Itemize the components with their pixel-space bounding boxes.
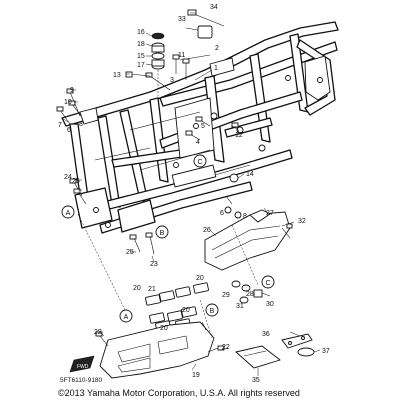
callout-18: 18 (137, 41, 145, 48)
o-ring-37 (297, 347, 315, 357)
callout-36: 36 (262, 331, 270, 338)
callout-4: 4 (196, 139, 200, 146)
copyright-notice: ©2013 Yamaha Motor Corporation, U.S.A. A… (58, 388, 300, 398)
callout-30: 30 (266, 301, 274, 308)
callout-32: 32 (298, 218, 306, 225)
bracket-27 (249, 209, 271, 223)
callout-8b: 8 (243, 213, 247, 220)
main-frame (61, 21, 339, 234)
bolt-34 (187, 9, 197, 16)
reference-marks: A B C C A B (61, 154, 275, 323)
ref-c-2: C (265, 280, 270, 287)
callout-numbers: 1 2 3 4 5 6 6 7 8 8 9 10 11 12 13 14 15 … (58, 4, 330, 384)
callout-1: 1 (214, 65, 218, 72)
callout-5: 5 (201, 123, 205, 130)
washer-31 (239, 296, 249, 304)
callout-23: 23 (150, 261, 158, 268)
callout-33: 33 (178, 16, 186, 23)
callout-28: 28 (246, 291, 254, 298)
callout-6b: 6 (220, 210, 224, 217)
callout-31: 31 (236, 303, 244, 310)
callout-21: 21 (148, 286, 156, 293)
callout-8: 8 (79, 121, 83, 128)
bracket-36 (281, 333, 313, 349)
left-bolts (69, 178, 155, 313)
fwd-arrow-icon: FWD (69, 355, 95, 373)
clamp-33 (197, 25, 213, 39)
callout-24: 24 (64, 174, 72, 181)
bolt-30 (253, 289, 263, 298)
callout-9: 9 (70, 87, 74, 94)
callout-11: 11 (178, 52, 185, 59)
ref-a-1: A (66, 210, 71, 217)
callout-20c: 20 (160, 325, 168, 332)
callout-17: 17 (137, 62, 145, 69)
washer-16 (151, 32, 165, 40)
callout-2: 2 (215, 45, 219, 52)
callout-7: 7 (58, 122, 62, 129)
callout-10: 10 (64, 99, 72, 106)
ref-c-1: C (197, 159, 202, 166)
callout-25a: 25 (72, 178, 80, 185)
callout-29: 29 (222, 292, 230, 299)
washer-29 (231, 280, 241, 288)
nut-14 (229, 173, 239, 183)
callout-26: 26 (203, 227, 211, 234)
callout-37: 37 (322, 348, 330, 355)
svg-text:FWD: FWD (77, 364, 89, 370)
pad-35 (235, 345, 281, 369)
callout-27: 27 (266, 210, 274, 217)
part-code: 5FT6110-9180 (60, 377, 103, 384)
callout-34: 34 (210, 4, 218, 11)
top-small-parts (56, 9, 242, 219)
callout-15: 15 (137, 53, 145, 60)
callout-25b: 25 (126, 249, 134, 256)
callout-22a: 22 (94, 329, 102, 336)
callout-20a: 20 (133, 285, 141, 292)
lower-right-parts (235, 333, 315, 369)
ref-b-2: B (210, 308, 215, 315)
callout-13: 13 (113, 72, 121, 79)
callout-3: 3 (170, 77, 174, 84)
callout-14: 14 (246, 171, 254, 178)
callout-35: 35 (252, 377, 260, 384)
ref-a-2: A (124, 314, 129, 321)
callout-12: 12 (235, 132, 243, 139)
callout-16: 16 (137, 29, 145, 36)
leader-lines (61, 12, 321, 376)
callout-19: 19 (192, 372, 200, 379)
skid-plate (95, 282, 225, 379)
washer-15 (151, 52, 165, 60)
ref-b-1: B (160, 230, 165, 237)
callout-22b: 22 (222, 344, 230, 351)
washer-28 (241, 284, 251, 292)
callout-20b: 20 (196, 275, 204, 282)
heat-shield (204, 209, 293, 304)
callout-20d: 20 (182, 307, 190, 314)
callout-6: 6 (67, 127, 71, 134)
skid-plate-19 (99, 321, 215, 379)
